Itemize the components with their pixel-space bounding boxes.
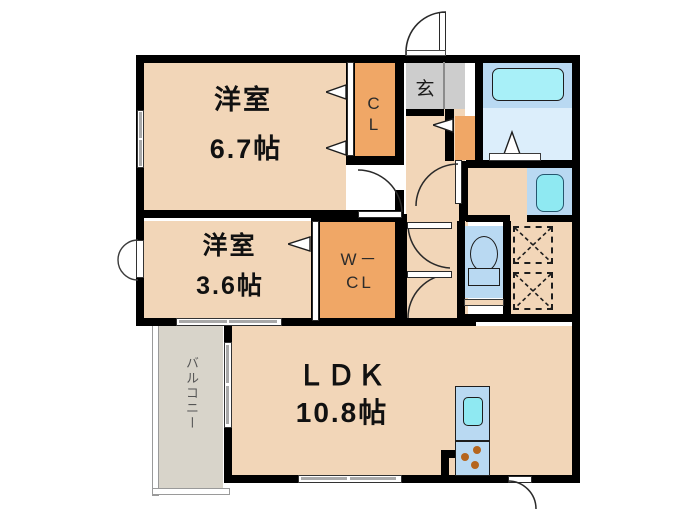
- room-fill-ldk: [232, 326, 573, 482]
- wall-kitchen-jog: [441, 450, 449, 483]
- closet-fill-cl: [355, 62, 395, 156]
- washbasin-icon: [536, 174, 564, 212]
- ldk-bottom-sash-1: [301, 477, 347, 480]
- window-sash-1: [139, 112, 142, 138]
- balcony-rail-bottom: [152, 488, 230, 495]
- wall-wcl-top: [311, 214, 407, 222]
- wall-kitchen-jog-top: [441, 450, 461, 458]
- ldk-service-door-arc: [507, 480, 537, 510]
- label-ldk-name: ＬＤＫ: [296, 360, 387, 391]
- closet-cl-door-panel[interactable]: [347, 62, 354, 156]
- wall-storage-bottom: [503, 314, 573, 322]
- washroom-door-swing-arc: [415, 163, 459, 207]
- wall-corridor-right-upper: [445, 109, 454, 161]
- genkan-step-line: [443, 62, 445, 109]
- entrance-threshold: [406, 50, 446, 56]
- closet-sliding-door-marker-bottom[interactable]: [326, 140, 348, 156]
- balcony-door-sash-1: [179, 320, 227, 323]
- bathtub-icon: [492, 68, 564, 101]
- toilet-bowl-icon: [470, 236, 498, 272]
- stove-divider: [455, 440, 490, 442]
- wcl-hall-door-lower[interactable]: [406, 272, 452, 320]
- wall-bath-bottom: [466, 160, 580, 168]
- bath-threshold: [489, 153, 541, 161]
- stove-burner-2: [473, 446, 481, 454]
- room-fill-bedroom-3-6: [143, 221, 311, 321]
- label-ldk-size: 10.8帖: [295, 397, 389, 428]
- entrance-fill: [406, 62, 465, 109]
- wcl-hall-door-lower-leaf[interactable]: [407, 271, 452, 278]
- washroom-floor-fill: [466, 166, 527, 218]
- wall-corridor-left: [395, 55, 404, 165]
- bedroom-6-7-door-leaf[interactable]: [358, 211, 402, 218]
- label-bedroom-3-6-name: 洋室: [202, 232, 257, 260]
- label-bedroom-6-7-name: 洋室: [214, 85, 272, 115]
- label-closet-wcl-line1: W－: [340, 250, 380, 269]
- ldk-bottom-sash-2: [350, 477, 396, 480]
- toilet-tank-icon: [468, 268, 500, 286]
- balcony-fill: [159, 326, 223, 488]
- ldk-door-sash-2: [226, 386, 229, 424]
- ldk-service-door-leaf[interactable]: [508, 476, 532, 483]
- wall-toilet-left: [457, 221, 465, 322]
- wcl-sliding-door-marker[interactable]: [288, 236, 312, 252]
- kitchen-sink-icon: [463, 397, 483, 426]
- label-closet-wcl-line2: CL: [346, 273, 374, 292]
- stove-burner-3: [471, 461, 479, 469]
- wall-exterior-bottom: [224, 475, 580, 483]
- label-closet-cl-line2: L: [368, 115, 382, 134]
- storage-hatch-lower-cross: [514, 273, 552, 309]
- storage-hatch-lower: [513, 272, 553, 310]
- wall-washroom-bottom: [466, 215, 510, 222]
- room-fill-bedroom-6-7: [143, 62, 346, 210]
- bedroom-6-7-door-swing-arc: [357, 169, 403, 213]
- label-bedroom-6-7-size: 6.7帖: [209, 134, 283, 164]
- wall-toilet-right: [503, 221, 511, 322]
- label-entrance: 玄: [415, 79, 437, 100]
- toilet-paper-shelf: [464, 299, 504, 306]
- ldk-door-sash-1: [226, 345, 229, 383]
- closet-sliding-door-marker-top[interactable]: [326, 84, 348, 100]
- shoe-cabinet-fill: [455, 116, 475, 160]
- shoe-cabinet-door-marker[interactable]: [433, 118, 455, 133]
- stove-burner-1: [461, 453, 469, 461]
- wall-bedroom-bottom: [136, 318, 476, 326]
- wall-bath-left: [475, 55, 483, 163]
- storage-hatch-upper: [513, 226, 553, 264]
- wall-corridor-right-lower: [459, 161, 468, 221]
- wall-cl-bottom: [346, 156, 403, 165]
- wall-toilet-bottom: [457, 314, 511, 322]
- window-balcony-door-ldk: [224, 342, 232, 428]
- window-bedroom-6-7-left: [137, 110, 144, 168]
- wcl-hall-door-upper-leaf[interactable]: [407, 222, 452, 229]
- wall-exterior-left: [136, 55, 144, 322]
- washroom-door-leaf[interactable]: [455, 160, 462, 204]
- wall-washbasin-bottom: [527, 215, 580, 222]
- closet-fill-wcl: [319, 221, 399, 321]
- bath-floor-fill: [483, 108, 573, 161]
- window-bedroom-3-6-left: [136, 240, 144, 278]
- label-balcony: バルコニー: [184, 356, 199, 431]
- wall-wcl-right: [399, 214, 407, 322]
- wall-exterior-top: [136, 55, 580, 63]
- label-closet-cl-line1: C: [367, 94, 383, 113]
- balcony-door-sash-2: [229, 320, 277, 323]
- label-bedroom-3-6-size: 3.6帖: [196, 272, 264, 300]
- window-sash-2: [139, 140, 142, 166]
- wcl-hall-door-upper[interactable]: [406, 222, 452, 270]
- wall-between-bedrooms: [136, 210, 404, 218]
- balcony-rail: [152, 322, 159, 496]
- wall-genkan-bottom: [406, 109, 444, 116]
- window-casement-arcs: [117, 239, 139, 281]
- wall-exterior-right: [572, 55, 580, 483]
- storage-hatch-upper-cross: [514, 227, 552, 263]
- wcl-door-panel[interactable]: [312, 221, 319, 321]
